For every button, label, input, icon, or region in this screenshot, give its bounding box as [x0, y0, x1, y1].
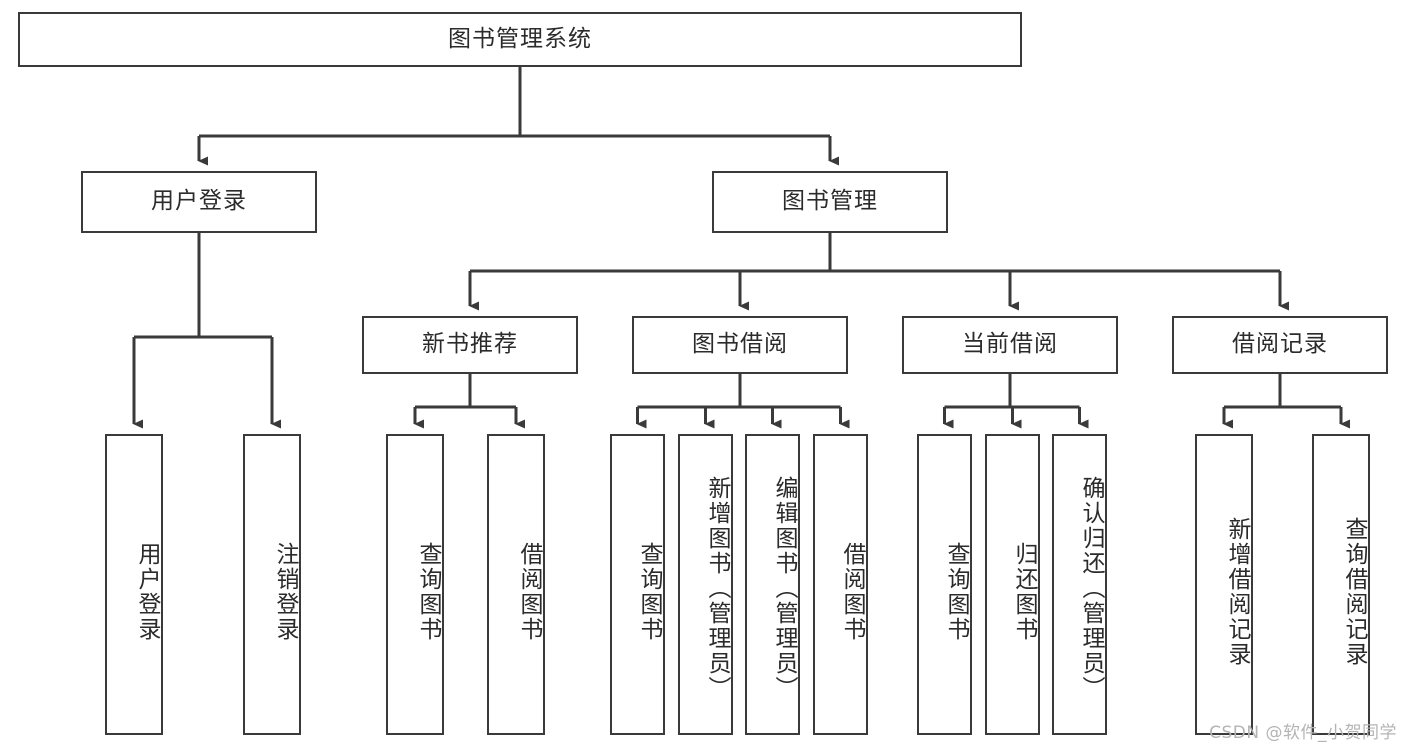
node-current-borrow[interactable]: 当前借阅: [902, 316, 1118, 374]
node-new-book-recommend[interactable]: 新书推荐: [362, 316, 578, 374]
node-user-login[interactable]: 用户登录: [81, 171, 317, 233]
node-leaf-add-book-admin[interactable]: 新增图书（管理员）: [678, 434, 733, 735]
node-leaf-add-borrow-record[interactable]: 新增借阅记录: [1195, 434, 1253, 735]
node-leaf-query-book-new[interactable]: 查询图书: [386, 434, 444, 735]
node-leaf-return-book[interactable]: 归还图书: [985, 434, 1040, 735]
node-borrow-record[interactable]: 借阅记录: [1172, 316, 1388, 374]
node-leaf-borrow-book-new[interactable]: 借阅图书: [487, 434, 545, 735]
node-leaf-confirm-return-admin[interactable]: 确认归还（管理员）: [1052, 434, 1107, 735]
node-leaf-edit-book-admin[interactable]: 编辑图书（管理员）: [745, 434, 800, 735]
node-root-system[interactable]: 图书管理系统: [18, 12, 1022, 67]
edges-group: [132, 67, 1350, 429]
node-leaf-user-logout[interactable]: 注销登录: [243, 434, 301, 735]
node-leaf-query-book-borrow[interactable]: 查询图书: [610, 434, 665, 735]
node-leaf-query-borrow-record[interactable]: 查询借阅记录: [1312, 434, 1370, 735]
node-book-management[interactable]: 图书管理: [712, 171, 948, 233]
csdn-watermark: CSDN @软件_小贺同学: [1209, 723, 1397, 743]
node-leaf-user-login[interactable]: 用户登录: [105, 434, 163, 735]
node-leaf-query-book-current[interactable]: 查询图书: [917, 434, 972, 735]
node-book-borrow[interactable]: 图书借阅: [632, 316, 848, 374]
node-leaf-borrow-book[interactable]: 借阅图书: [813, 434, 868, 735]
